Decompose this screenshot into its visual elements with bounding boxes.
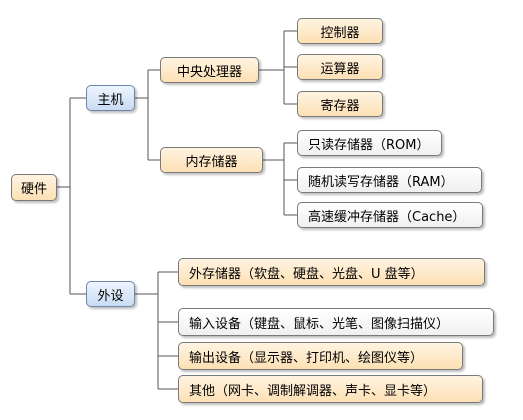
node-others: 其他（网卡、调制解调器、声卡、显卡等） — [178, 375, 483, 403]
node-register: 寄存器 — [297, 91, 383, 117]
node-input-devices: 输入设备（键盘、鼠标、光笔、图像扫描仪） — [178, 308, 494, 336]
node-controller: 控制器 — [297, 18, 383, 44]
node-rom: 只读存储器（ROM） — [297, 130, 442, 156]
node-alu: 运算器 — [297, 54, 383, 80]
node-output-devices: 输出设备（显示器、打印机、绘图仪等） — [178, 342, 463, 370]
node-external-storage: 外存储器（软盘、硬盘、光盘、U 盘等） — [178, 258, 485, 286]
node-cpu: 中央处理器 — [160, 57, 259, 83]
root-node-hardware: 硬件 — [11, 174, 57, 201]
node-ram: 随机读写存储器（RAM） — [297, 167, 482, 193]
node-cache: 高速缓冲存储器（Cache） — [297, 202, 483, 228]
node-memory: 内存储器 — [160, 147, 263, 173]
node-host: 主机 — [86, 85, 135, 111]
node-peripheral: 外设 — [86, 281, 135, 307]
